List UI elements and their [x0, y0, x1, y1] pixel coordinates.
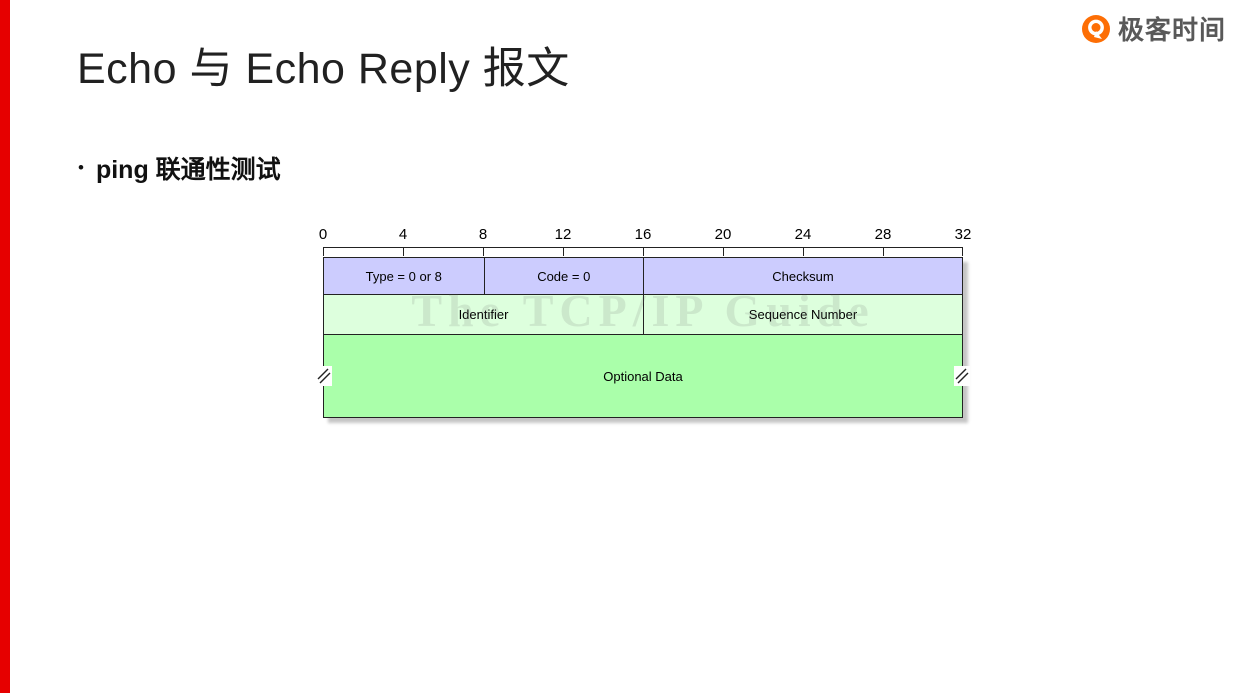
scale-label: 4: [398, 226, 408, 243]
packet-diagram: 0 4 8 12 16 20 24 28 32 The TCP/IP Guide…: [316, 226, 972, 418]
scale-label: 28: [874, 226, 892, 243]
bit-scale-line: [323, 247, 963, 257]
scale-label: 0: [318, 226, 328, 243]
break-mark-left-icon: [316, 366, 332, 386]
scale-tick: [962, 248, 963, 256]
bit-scale-labels: 0 4 8 12 16 20 24 28 32: [319, 226, 972, 247]
bullet-item: • ping 联通性测试: [78, 150, 281, 186]
field-identifier: Identifier: [458, 307, 509, 322]
scale-tick: [723, 248, 724, 256]
field-optional-data: Optional Data: [603, 368, 683, 384]
scale-label: 32: [954, 226, 972, 243]
field-type: Type = 0 or 8: [365, 268, 442, 284]
packet-row-identifier: Identifier Sequence Number: [324, 294, 962, 334]
break-mark-right-icon: [954, 366, 970, 386]
scale-tick: [323, 248, 324, 256]
slide-title: Echo 与 Echo Reply 报文: [77, 45, 570, 93]
field-code: Code = 0: [483, 258, 644, 294]
scale-label: 16: [634, 226, 652, 243]
field-sequence-number: Sequence Number: [643, 295, 962, 334]
scale-tick: [563, 248, 564, 256]
bullet-marker: •: [78, 158, 84, 177]
scale-label: 20: [714, 226, 732, 243]
packet-rows: The TCP/IP Guide Type = 0 or 8 Code = 0 …: [316, 257, 970, 418]
packet-row-header: Type = 0 or 8 Code = 0 Checksum: [324, 258, 962, 294]
geektime-logo-icon: [1081, 14, 1110, 43]
scale-tick: [883, 248, 884, 256]
scale-tick: [483, 248, 484, 256]
scale-tick: [803, 248, 804, 256]
bullet-text: ping 联通性测试: [95, 156, 281, 184]
scale-label: 12: [554, 226, 572, 243]
left-accent-bar: [0, 0, 10, 693]
scale-label: 24: [794, 226, 812, 243]
scale-tick: [403, 248, 404, 256]
geektime-logo-text: 极客时间: [1117, 15, 1226, 45]
scale-tick: [643, 248, 644, 256]
packet-row-data: Optional Data: [316, 334, 970, 417]
geektime-logo: 极客时间: [1081, 10, 1226, 47]
field-checksum: Checksum: [643, 258, 962, 294]
scale-label: 8: [478, 226, 488, 243]
